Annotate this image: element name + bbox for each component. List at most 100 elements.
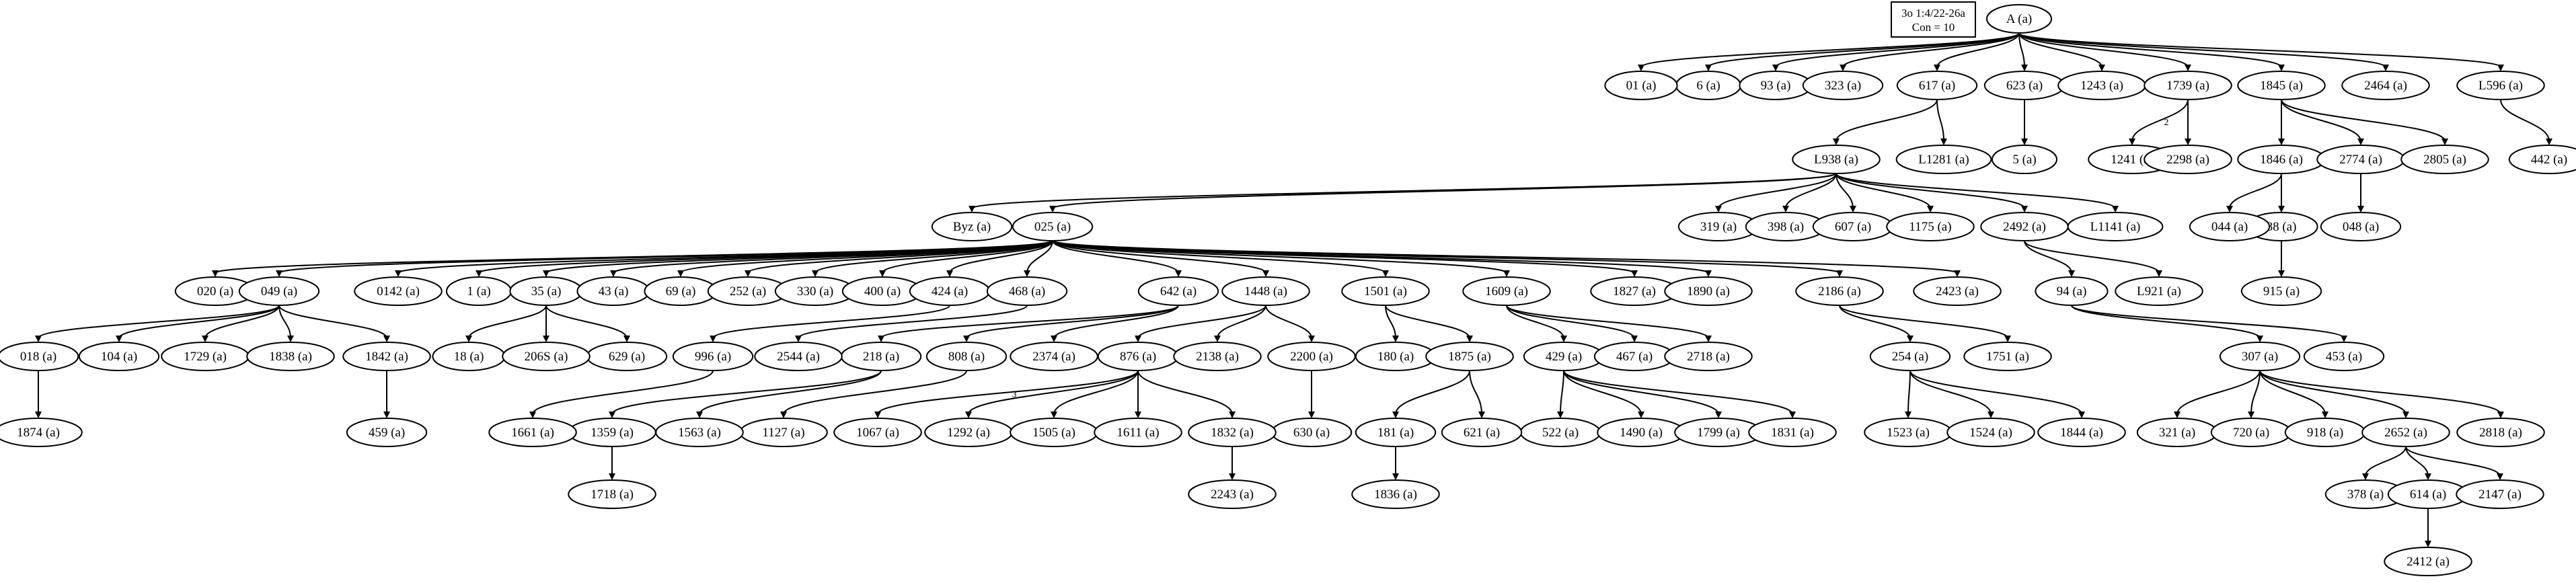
node-label-2200: 2200 (a) [1290,350,1333,364]
node-shape-2298 [2144,145,2232,174]
node-label-5: 5 (a) [2012,153,2036,167]
node-label-254: 254 (a) [1892,350,1928,364]
edge-049-to-018 [38,305,280,339]
edge-049-to-1838 [278,305,291,339]
node-1127: 1127 (a) [739,418,828,447]
edge-1845-to-2774 [2281,99,2361,142]
arrowhead-1609-to-467 [1631,336,1638,342]
edge-35-to-18 [468,305,547,339]
node-shape-1563 [655,418,744,447]
node-shape-1739 [2144,71,2232,100]
node-label-378: 378 (a) [2347,488,2384,502]
node-1490: 1490 (a) [1597,418,1685,447]
edge-a-to-l596 [2018,32,2501,68]
arrowhead-2492-to-94 [2068,270,2075,277]
edge-617-to-l1281 [1936,99,1944,142]
node-shape-996 [672,342,754,371]
node-181: 181 (a) [1355,418,1437,447]
node-424: 424 (a) [909,276,991,306]
node-459: 459 (a) [346,418,428,447]
node-label-1127: 1127 (a) [762,426,804,440]
edge-1448-to-2138 [1217,305,1266,339]
arrowhead-025-to-1448 [1262,270,1269,277]
node-label-l921: L921 (a) [2137,284,2181,299]
node-l938: L938 (a) [1792,145,1881,174]
arrowhead-049-to-1842 [383,336,390,342]
node-a: A (a) [1986,4,2052,34]
node-720: 720 (a) [2210,418,2292,447]
edge-l938-to-319 [1718,173,1837,209]
node-label-2718: 2718 (a) [1687,350,1730,364]
node-206s: 206S (a) [502,342,591,371]
node-label-0142: 0142 (a) [377,284,420,299]
edge-a-to-623 [2018,32,2025,68]
arrowhead-94-to-453 [2341,336,2347,342]
edge-254-to-1523 [1907,370,1911,415]
arrowhead-307-to-918 [2322,412,2328,418]
arrowhead-2186-to-1751 [2004,336,2011,342]
nodes-layer: 1 (a)5 (a)6 (a)18 (a)35 (a)43 (a)69 (a)8… [0,4,2576,576]
node-2718: 2718 (a) [1664,342,1753,371]
edge-876-to-1505 [1053,370,1139,415]
legend-box: 3o 1:4/22-26a Con = 10 [1891,1,1976,38]
node-l921: L921 (a) [2115,276,2203,306]
node-1729: 1729 (a) [161,342,250,371]
arrowhead-025-to-1501 [1382,270,1389,277]
edge-l938-to-025 [1052,173,1837,209]
edge-025-to-424 [949,240,1053,274]
node-label-2544: 2544 (a) [777,350,820,364]
node-2200: 2200 (a) [1267,342,1356,371]
node-1842: 1842 (a) [342,342,431,371]
node-1832: 1832 (a) [1188,418,1277,447]
edge-2186-to-1751 [1839,305,2008,339]
node-label-94: 94 (a) [2057,284,2087,299]
node-2423: 2423 (a) [1913,276,2002,306]
arrowhead-617-to-l938 [1833,139,1840,145]
arrowhead-429-to-1799 [1715,412,1722,418]
arrowhead-1875-to-181 [1392,412,1399,418]
edge-l938-to-l1141 [1835,173,2116,209]
arrowhead-876-to-1832 [1229,412,1236,418]
node-1890: 1890 (a) [1664,276,1753,306]
node-shape-453 [2303,342,2385,371]
edge-2492-to-l921 [2024,240,2160,274]
arrowhead-2652-to-378 [2362,473,2369,480]
node-shape-94 [2035,276,2109,306]
node-621: 621 (a) [1441,418,1523,447]
node-label-623: 623 (a) [2006,79,2043,93]
arrowhead-35-to-18 [465,336,472,342]
node-label-104: 104 (a) [101,350,137,364]
node-453: 453 (a) [2303,342,2385,371]
node-607: 607 (a) [1812,212,1894,241]
arrowhead-218-to-1563 [696,412,703,418]
node-1827: 1827 (a) [1590,276,1679,306]
edge-025-to-1501 [1052,240,1386,274]
node-180: 180 (a) [1355,342,1437,371]
node-label-l596: L596 (a) [2478,79,2523,93]
node-shape-2652 [2361,418,2450,447]
arrowhead-a-to-93 [1772,65,1779,71]
node-614: 614 (a) [2387,479,2469,509]
edge-218-to-1563 [699,370,882,415]
node-label-6: 6 (a) [1696,79,1720,93]
node-shape-2200 [1267,342,1356,371]
edge-025-to-1448 [1052,240,1266,274]
arrowhead-1875-to-621 [1478,412,1485,418]
arrowhead-049-to-018 [35,336,42,342]
node-35: 35 (a) [509,276,583,306]
node-label-1490: 1490 (a) [1620,426,1663,440]
arrowhead-049-to-1838 [287,336,294,342]
arrowhead-l938-to-398 [1782,206,1789,212]
arrowhead-a-to-6 [1705,65,1712,71]
node-5: 5 (a) [1992,145,2057,174]
arrowhead-l938-to-l1141 [2112,206,2119,212]
node-label-1292: 1292 (a) [947,426,990,440]
node-shape-915 [2240,276,2322,306]
arrowhead-1501-to-1875 [1466,336,1473,342]
node-468: 468 (a) [986,276,1068,306]
node-label-l1281: L1281 (a) [1918,153,1969,167]
arrowhead-a-to-l596 [2497,65,2504,71]
arrowhead-307-to-2652 [2402,412,2409,418]
arrowhead-1846-to-88 [2278,206,2285,212]
edge-a-to-323 [1842,32,2020,68]
